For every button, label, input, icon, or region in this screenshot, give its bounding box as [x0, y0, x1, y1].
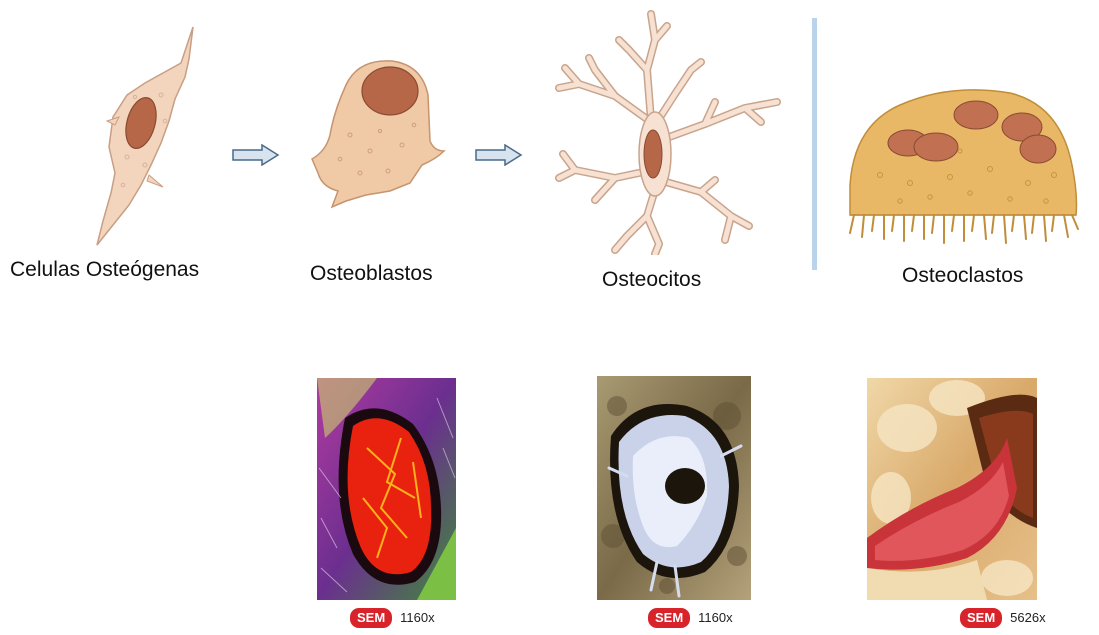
label-osteogenic-cells: Celulas Osteógenas — [10, 258, 199, 282]
sem-caption-2: SEM 1160x — [648, 608, 733, 628]
magnification-label: 1160x — [698, 610, 732, 625]
osteogenic-cell-illustration — [85, 25, 210, 250]
osteocyte-micrograph — [597, 376, 751, 600]
osteoclast-micrograph — [867, 378, 1037, 600]
sem-badge: SEM — [960, 608, 1002, 628]
divider-line — [812, 18, 817, 270]
magnification-label: 5626x — [1010, 610, 1045, 625]
arrow-right-icon — [475, 144, 523, 166]
sem-caption-3: SEM 5626x — [960, 608, 1046, 628]
osteoblast-micrograph — [317, 378, 456, 600]
sem-badge: SEM — [648, 608, 690, 628]
osteoclast-illustration — [840, 65, 1085, 250]
sem-caption-1: SEM 1160x — [350, 608, 435, 628]
sem-badge: SEM — [350, 608, 392, 628]
osteoblast-illustration — [310, 55, 450, 210]
label-osteoblasts: Osteoblastos — [310, 262, 433, 286]
arrow-right-icon — [232, 144, 280, 166]
osteocyte-illustration — [555, 10, 790, 255]
magnification-label: 1160x — [400, 610, 434, 625]
label-osteoclasts: Osteoclastos — [902, 264, 1023, 288]
label-osteocytes: Osteocitos — [602, 268, 701, 292]
